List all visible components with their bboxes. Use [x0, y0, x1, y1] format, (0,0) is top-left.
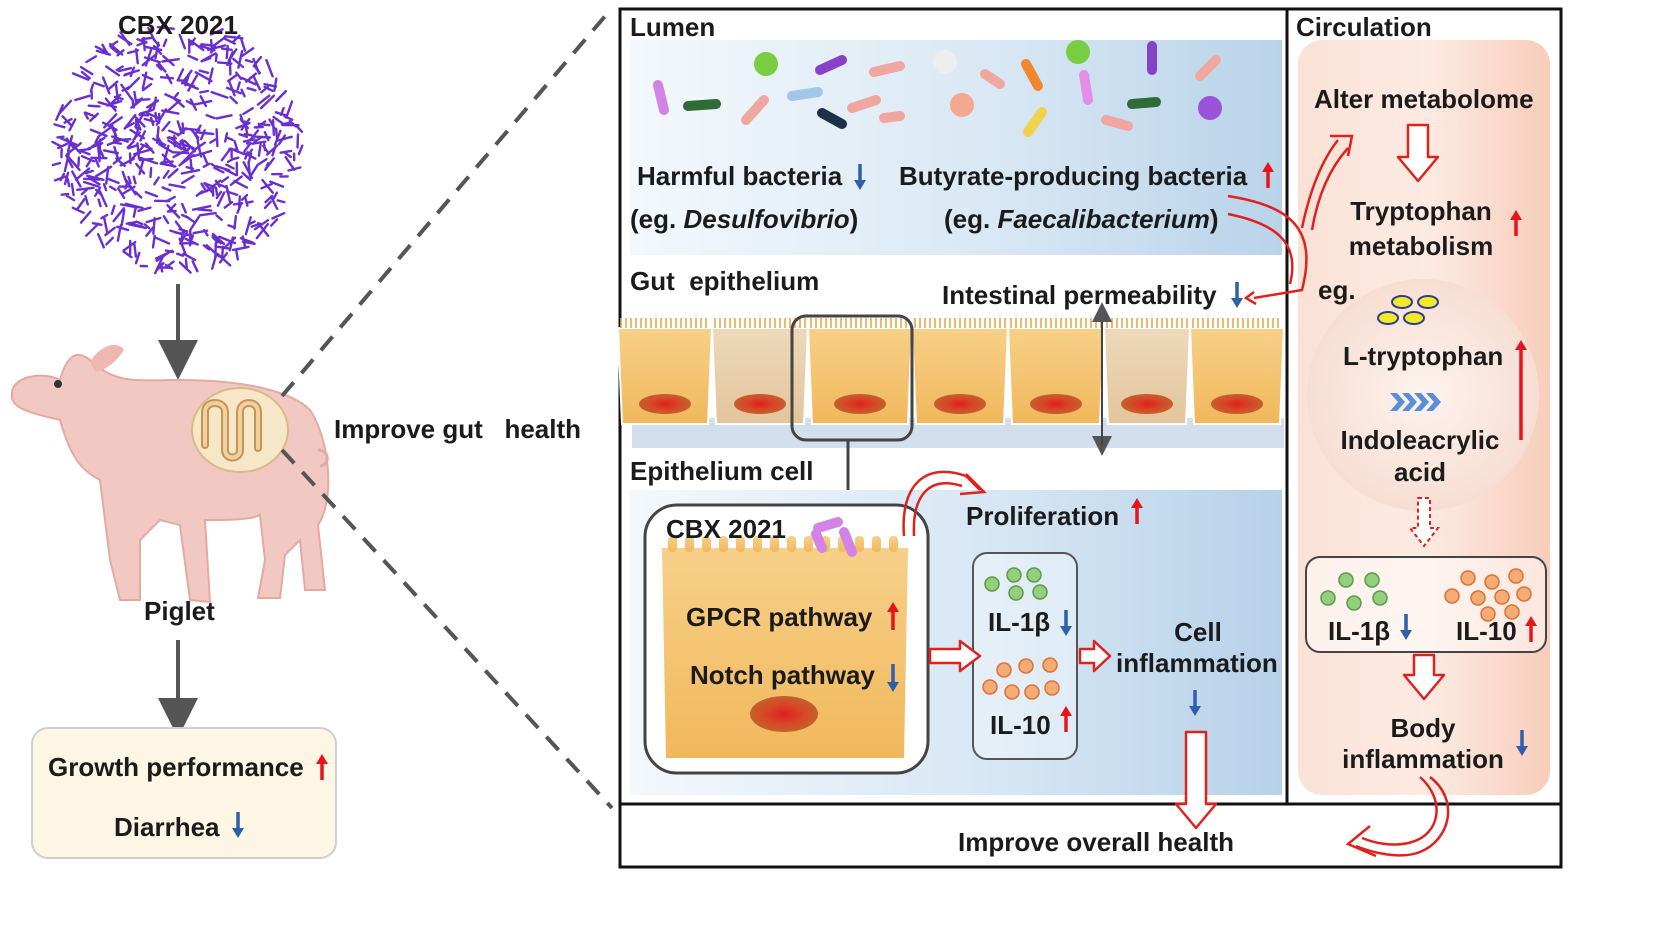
gut-epithelium-title: Gut epithelium [630, 266, 820, 296]
butyrate-example-prefix: (eg. [944, 204, 998, 234]
butyrate-example-suffix: ) [1209, 204, 1219, 234]
eg-label: eg. [1318, 275, 1356, 305]
tryptophan-bubble [1307, 279, 1539, 511]
dashed-flow-arrow [1407, 497, 1441, 548]
body-inflammation-line2: inflammation [1342, 744, 1504, 774]
diarrhea-label: Diarrhea [114, 812, 220, 842]
improve-gut-health-caption: Improve gut health [334, 414, 582, 444]
intestinal-permeability-label: Intestinal permeability [942, 280, 1217, 310]
indoleacrylic-line1: Indoleacrylic [1340, 425, 1500, 455]
magnified-cell [643, 503, 930, 775]
strain-title: CBX 2021 [118, 10, 238, 40]
zoom-line-bottom [280, 448, 614, 810]
zoom-line-top [280, 6, 614, 398]
butyrate-example: (eg. Faecalibacterium) [944, 206, 1219, 232]
body-inflammation-line1: Body [1390, 713, 1456, 743]
tryptophan-line1: Tryptophan [1350, 196, 1492, 226]
conversion-chevrons-icon [1390, 393, 1441, 411]
cell-inflammation-line1: Cell [1174, 617, 1222, 647]
cell-il10-dots [982, 657, 1060, 700]
epithelium-cell-title: Epithelium cell [630, 456, 814, 486]
harmful-genus: Desulfovibrio [683, 204, 850, 234]
curved-flow-arrows [902, 134, 1450, 858]
circulation-il10-label: IL-10 [1456, 616, 1517, 646]
harmful-example-suffix: ) [849, 204, 859, 234]
growth-performance-label: Growth performance [48, 752, 304, 782]
circulation-title: Circulation [1296, 12, 1432, 42]
harmful-bacteria-label: Harmful bacteria [637, 161, 843, 191]
cell-strain-label: CBX 2021 [666, 514, 786, 544]
butyrate-genus: Faecalibacterium [997, 204, 1210, 234]
cell-il1b-dots [984, 567, 1048, 601]
circulation-il1b-dots [1320, 572, 1388, 611]
piglet-illustration [10, 344, 330, 604]
improve-overall-health-label: Improve overall health [958, 827, 1234, 857]
circulation-il10-dots [1444, 568, 1532, 622]
proliferation-label: Proliferation [966, 501, 1120, 531]
epithelium-strip [616, 302, 1286, 505]
harmful-example: (eg. Desulfovibrio) [630, 206, 858, 232]
lumen-background [630, 40, 1282, 255]
tryptophan-molecules [1377, 295, 1439, 325]
cell-il10-label: IL-10 [990, 710, 1051, 740]
butyrate-bacteria-label: Butyrate-producing bacteria [899, 161, 1248, 191]
outcome-box [31, 727, 337, 859]
piglet-label: Piglet [144, 596, 215, 626]
cell-inflammation-line2: inflammation [1116, 648, 1278, 678]
circulation-il1b-label: IL-1β [1328, 616, 1391, 646]
indoleacrylic-line2: acid [1393, 457, 1447, 487]
alter-metabolome-label: Alter metabolome [1314, 84, 1534, 114]
gpcr-pathway-label: GPCR pathway [686, 602, 873, 632]
tryptophan-line2: metabolism [1348, 231, 1494, 261]
lumen-bacteria [653, 40, 1222, 137]
notch-pathway-label: Notch pathway [690, 660, 875, 690]
lumen-title: Lumen [630, 12, 716, 42]
harmful-example-prefix: (eg. [630, 204, 684, 234]
cell-il1b-label: IL-1β [988, 607, 1051, 637]
bacteria-plate [50, 19, 306, 275]
change-arrows [232, 162, 1537, 838]
l-tryptophan-label: L-tryptophan [1343, 341, 1504, 371]
flow-arrows [928, 123, 1446, 830]
